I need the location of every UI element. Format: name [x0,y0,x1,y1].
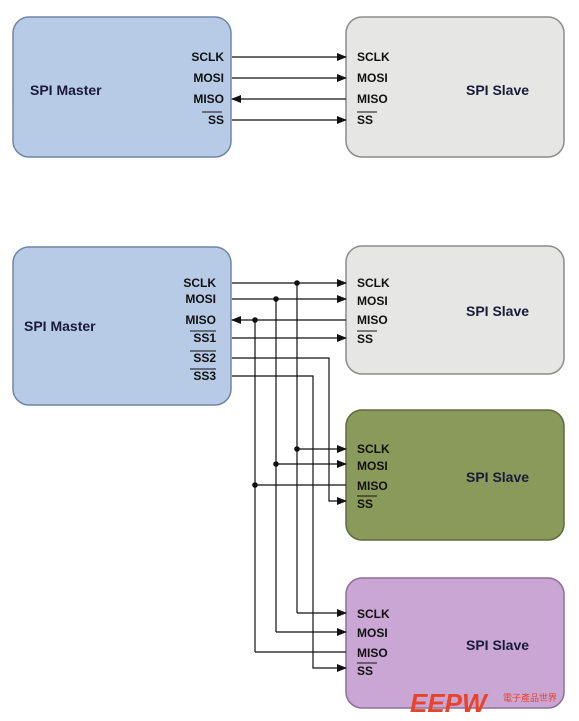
slave-3-pin-miso: MISO [357,646,388,660]
slave-1-pin-sclk: SCLK [357,276,390,290]
slave-3-pin-ss: SS [357,664,373,678]
top-slave-pin-miso: MISO [357,92,388,106]
top-master-pin-miso: MISO [193,92,224,106]
top-wires [231,53,347,124]
bottom-master-title: SPI Master [24,318,96,334]
watermark-logo: EEPW [410,688,489,718]
top-slave-pin-sclk: SCLK [357,50,390,64]
slave-1-pin-mosi: MOSI [357,294,388,308]
top-master-box [12,16,232,158]
bottom-diagram: SPI Master SCLK MOSI MISO SS1 SS2 SS3 SP… [12,245,565,709]
junction-dots [252,280,300,488]
top-slave-title: SPI Slave [466,82,529,98]
slave-1-pin-ss: SS [357,332,373,346]
slave-2-box [345,409,565,541]
slave-2-pin-miso: MISO [357,479,388,493]
bottom-master-pin-sclk: SCLK [183,276,216,290]
slave-3-pin-mosi: MOSI [357,626,388,640]
top-master-pin-mosi: MOSI [193,71,224,85]
bottom-master-pin-ss2: SS2 [193,351,216,365]
slave-3-title: SPI Slave [466,637,529,653]
top-slave-box [345,16,565,158]
top-master-title: SPI Master [30,82,102,98]
top-diagram: SPI Master SCLK MOSI MISO SS SPI Slave S… [12,16,565,158]
slave-3-pin-sclk: SCLK [357,607,390,621]
slave-1-box [345,245,565,375]
slave-1-pin-miso: MISO [357,313,388,327]
bottom-master-pin-miso: MISO [185,313,216,327]
slave-2-title: SPI Slave [466,469,529,485]
watermark-subtitle: 電子產品世界 [503,692,557,703]
slave-2-pin-sclk: SCLK [357,442,390,456]
bottom-master-pin-ss1: SS1 [193,331,216,345]
eepw-watermark: EEPW 電子產品世界 [410,688,557,718]
slave-2-pin-ss: SS [357,497,373,511]
slave-1-title: SPI Slave [466,303,529,319]
bottom-master-pin-ss3: SS3 [193,369,216,383]
slave-2-pin-mosi: MOSI [357,459,388,473]
bottom-master-box [12,246,232,406]
top-master-pin-sclk: SCLK [191,50,224,64]
bottom-master-pin-mosi: MOSI [185,292,216,306]
bottom-wires [231,279,347,672]
top-slave-pin-mosi: MOSI [357,71,388,85]
top-master-pin-ss: SS [208,113,224,127]
top-slave-pin-ss: SS [357,113,373,127]
slave-3-box [345,577,565,709]
